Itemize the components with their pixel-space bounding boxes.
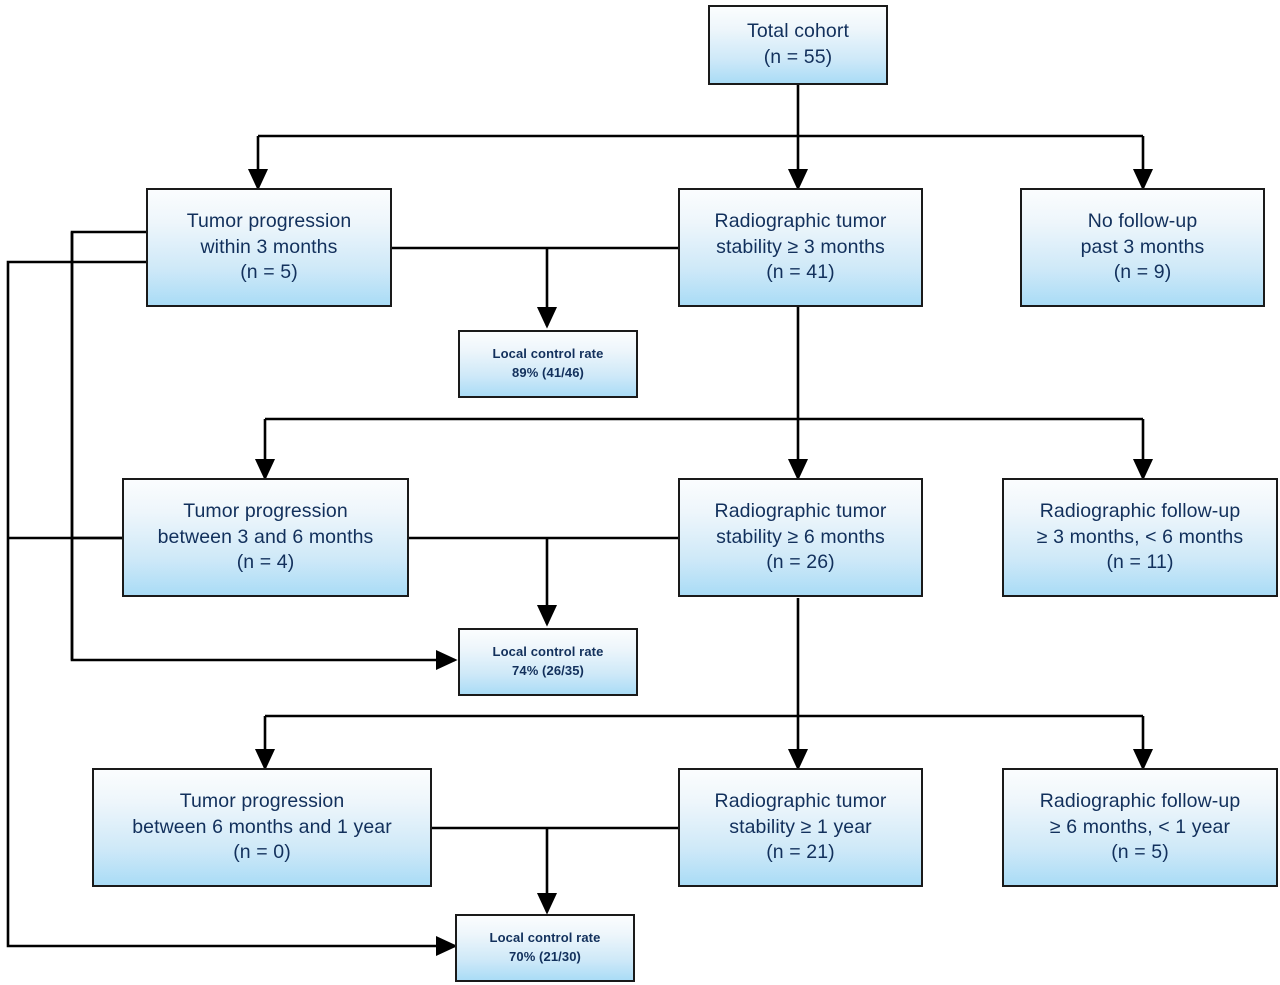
node-progression-6mo-1yr-line3: (n = 0) — [233, 841, 291, 864]
node-lcr-1yr-line1: Local control rate — [489, 930, 601, 946]
node-progression-6mo-1yr[interactable]: Tumor progression between 6 months and 1… — [92, 768, 432, 887]
node-stability-6mo[interactable]: Radiographic tumor stability ≥ 6 months … — [678, 478, 923, 597]
node-total-cohort[interactable]: Total cohort (n = 55) — [708, 5, 888, 85]
node-lcr-3mo[interactable]: Local control rate 89% (41/46) — [458, 330, 638, 398]
node-stability-3mo-line3: (n = 41) — [766, 261, 835, 284]
node-lcr-3mo-line2: 89% (41/46) — [512, 365, 584, 380]
node-followup-3-6mo[interactable]: Radiographic follow-up ≥ 3 months, < 6 m… — [1002, 478, 1278, 597]
node-lcr-3mo-line1: Local control rate — [492, 346, 604, 362]
node-progression-6mo-1yr-line2: between 6 months and 1 year — [132, 815, 392, 838]
node-followup-6mo-1yr-line3: (n = 5) — [1111, 841, 1169, 864]
node-followup-3-6mo-line1: Radiographic follow-up — [1039, 499, 1241, 522]
node-no-followup-3mo[interactable]: No follow-up past 3 months (n = 9) — [1020, 188, 1265, 307]
node-followup-3-6mo-line3: (n = 11) — [1106, 551, 1174, 574]
node-stability-3mo-line2: stability ≥ 3 months — [716, 235, 885, 258]
node-followup-3-6mo-line2: ≥ 3 months, < 6 months — [1036, 525, 1244, 548]
node-stability-6mo-line1: Radiographic tumor — [714, 499, 887, 522]
node-progression-3mo-line2: within 3 months — [200, 235, 338, 258]
node-lcr-1yr[interactable]: Local control rate 70% (21/30) — [455, 914, 635, 982]
node-no-followup-3mo-line2: past 3 months — [1080, 235, 1205, 258]
node-no-followup-3mo-line1: No follow-up — [1087, 209, 1198, 232]
node-progression-3mo-line3: (n = 5) — [240, 261, 298, 284]
node-stability-1yr-line1: Radiographic tumor — [714, 789, 887, 812]
node-followup-6mo-1yr-line1: Radiographic follow-up — [1039, 789, 1241, 812]
node-lcr-6mo[interactable]: Local control rate 74% (26/35) — [458, 628, 638, 696]
node-progression-3mo-line1: Tumor progression — [186, 209, 352, 232]
node-progression-3-6mo-line1: Tumor progression — [183, 499, 348, 522]
node-total-cohort-line2: (n = 55) — [763, 46, 833, 68]
node-progression-3-6mo[interactable]: Tumor progression between 3 and 6 months… — [122, 478, 409, 597]
node-progression-3-6mo-line3: (n = 4) — [236, 551, 295, 574]
node-progression-3mo[interactable]: Tumor progression within 3 months (n = 5… — [146, 188, 392, 307]
node-followup-6mo-1yr[interactable]: Radiographic follow-up ≥ 6 months, < 1 y… — [1002, 768, 1278, 887]
node-stability-1yr[interactable]: Radiographic tumor stability ≥ 1 year (n… — [678, 768, 923, 887]
node-followup-6mo-1yr-line2: ≥ 6 months, < 1 year — [1049, 815, 1231, 838]
node-stability-3mo-line1: Radiographic tumor — [714, 209, 887, 232]
node-progression-6mo-1yr-line1: Tumor progression — [179, 789, 345, 812]
node-lcr-6mo-line2: 74% (26/35) — [512, 663, 584, 678]
node-stability-6mo-line3: (n = 26) — [766, 551, 835, 574]
node-no-followup-3mo-line3: (n = 9) — [1113, 261, 1172, 284]
node-progression-3-6mo-line2: between 3 and 6 months — [157, 525, 374, 548]
node-lcr-1yr-line2: 70% (21/30) — [509, 949, 581, 964]
node-lcr-6mo-line1: Local control rate — [492, 644, 604, 660]
node-stability-1yr-line3: (n = 21) — [766, 841, 835, 864]
node-total-cohort-line1: Total cohort — [746, 20, 849, 43]
node-stability-3mo[interactable]: Radiographic tumor stability ≥ 3 months … — [678, 188, 923, 307]
node-stability-6mo-line2: stability ≥ 6 months — [716, 525, 885, 548]
node-stability-1yr-line2: stability ≥ 1 year — [729, 815, 872, 838]
